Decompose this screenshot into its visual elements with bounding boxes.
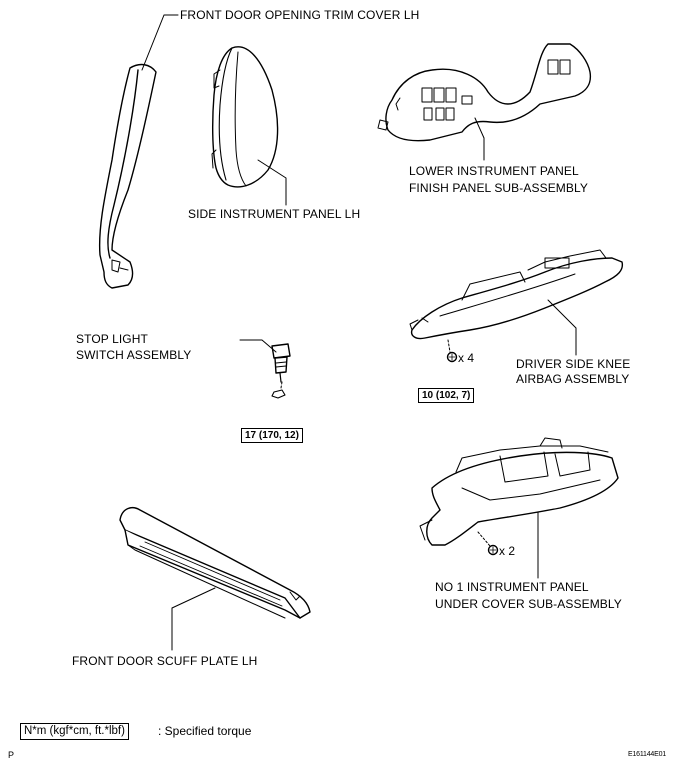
torque-unit-legend-box: N*m (kgf*cm, ft.*lbf) <box>20 723 129 740</box>
leader-lines <box>141 14 577 651</box>
stop-light-switch-label-2: SWITCH ASSEMBLY <box>76 348 192 362</box>
illustration-code: E161144E01 <box>628 751 666 758</box>
front-door-scuff-plate-label: FRONT DOOR SCUFF PLATE LH <box>72 654 258 668</box>
under-cover-screw <box>487 544 499 556</box>
knee-airbag-bolt <box>446 351 458 363</box>
knee-airbag-torque-box: 10 (102, 7) <box>418 388 475 403</box>
stop-light-torque-box: 17 (170, 12) <box>241 428 303 443</box>
lower-instrument-panel-finish-panel-part <box>377 43 592 142</box>
under-cover-screw-quantity: x 2 <box>499 544 516 558</box>
front-door-scuff-plate-part <box>119 507 311 619</box>
under-cover-label-1: NO 1 INSTRUMENT PANEL <box>435 580 589 594</box>
page-code-left: P <box>8 750 15 760</box>
driver-side-knee-airbag-part <box>409 249 624 340</box>
under-cover-label-2: UNDER COVER SUB-ASSEMBLY <box>435 597 622 611</box>
lower-instrument-panel-label-1: LOWER INSTRUMENT PANEL <box>409 164 579 178</box>
knee-airbag-bolt-quantity: x 4 <box>458 351 475 365</box>
knee-airbag-label-2: AIRBAG ASSEMBLY <box>516 372 630 386</box>
knee-airbag-label-1: DRIVER SIDE KNEE <box>516 357 631 371</box>
side-instrument-panel-part <box>211 46 279 188</box>
front-door-opening-trim-cover-label: FRONT DOOR OPENING TRIM COVER LH <box>180 8 420 22</box>
torque-legend-description: : Specified torque <box>158 724 252 738</box>
front-door-opening-trim-cover-part <box>98 63 157 289</box>
side-instrument-panel-label: SIDE INSTRUMENT PANEL LH <box>188 207 361 221</box>
under-cover-part <box>419 437 619 546</box>
stop-light-switch-label-1: STOP LIGHT <box>76 332 148 346</box>
stop-light-switch-part <box>271 343 291 399</box>
lower-instrument-panel-label-2: FINISH PANEL SUB-ASSEMBLY <box>409 181 588 195</box>
